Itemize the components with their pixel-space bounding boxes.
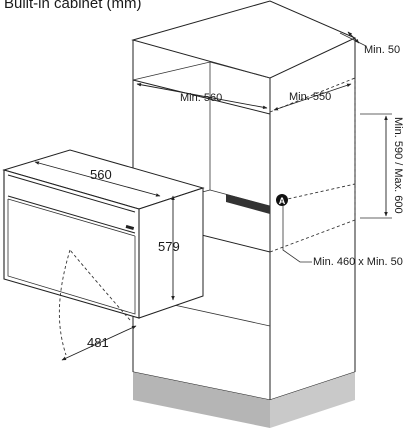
oven-width-arrow xyxy=(34,161,161,197)
depth-arrow xyxy=(273,83,352,111)
oven-door-frame xyxy=(7,199,136,315)
door-swing-arrow xyxy=(61,325,137,361)
oven-panel-bottom xyxy=(7,195,136,234)
cabinet-top xyxy=(131,0,357,79)
niche-top-inner xyxy=(132,61,271,81)
width-arrow xyxy=(136,82,268,110)
top-depth-leader xyxy=(339,32,367,47)
oven-height-label: 579 xyxy=(158,239,180,254)
width-label: Min. 560 xyxy=(180,92,222,104)
door-swing-arc-lower xyxy=(58,249,71,356)
depth-label: Min. 550 xyxy=(289,91,331,103)
marker-a xyxy=(276,194,288,206)
niche-shelf-slot xyxy=(226,194,270,214)
cabinet-plinth-side xyxy=(270,372,355,428)
cutout-leader xyxy=(282,206,312,263)
hidden-edge-cutout xyxy=(282,183,356,201)
oven-door-top xyxy=(7,198,136,237)
marker-a-label: A xyxy=(279,196,286,206)
hidden-edge-bottom xyxy=(269,219,356,253)
top-depth-label: Min. 50 xyxy=(364,44,400,56)
door-swing-label: 481 xyxy=(87,335,109,350)
diagram-title: Built-in cabinet (mm) xyxy=(4,0,142,12)
top-depth-arrow xyxy=(347,31,360,44)
height-label: Min. 590 / Max. 600 xyxy=(392,117,404,214)
oven: 560 579 481 xyxy=(2,149,205,361)
cabinet-dimensions: Min. 50 Min. 560 Min. 550 Min. 590 / Max… xyxy=(136,31,404,268)
oven-handle xyxy=(125,224,135,231)
cabinet-plinth-front xyxy=(133,372,270,428)
cutout-label: Min. 460 x Min. 50 xyxy=(313,256,403,268)
oven-width-label: 560 xyxy=(90,167,112,182)
